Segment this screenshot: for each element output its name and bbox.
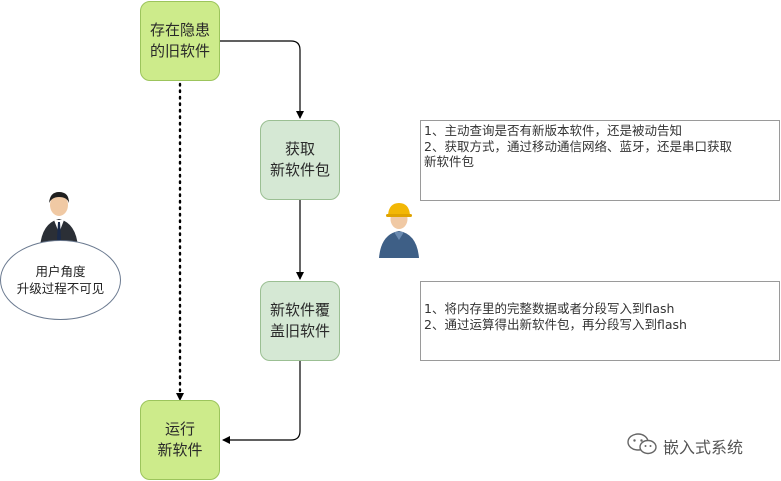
node-get-package-line2: 新软件包: [269, 161, 330, 179]
watermark: 嵌入式系统: [627, 433, 743, 459]
businessman-icon: [36, 189, 82, 247]
arrow-old-to-get: [220, 40, 304, 119]
node-get-package: 获取 新软件包: [260, 120, 340, 200]
node-run-new-line1: 运行: [164, 420, 195, 438]
note-overwrite: 1、将内存里的完整数据或者分段写入到flash 2、通过运算得出新软件包，再分段…: [420, 281, 780, 361]
note-get-package-line1: 1、主动查询是否有新版本软件，还是被动告知: [424, 123, 682, 138]
note-get-package: 1、主动查询是否有新版本软件，还是被动告知 2、获取方式，通过移动通信网络、蓝牙…: [420, 120, 780, 201]
note-get-package-line3: 新软件包: [424, 154, 475, 169]
dotted-arrow-head: [176, 393, 184, 401]
watermark-text: 嵌入式系统: [663, 438, 744, 457]
node-old-software-line2: 的旧软件: [149, 42, 210, 60]
node-old-software: 存在隐患 的旧软件: [140, 1, 220, 81]
note-overwrite-line1: 1、将内存里的完整数据或者分段写入到flash: [424, 301, 675, 316]
node-run-new-line2: 新软件: [157, 441, 203, 459]
engineer-icon: [377, 200, 421, 258]
node-overwrite-line1: 新软件覆: [269, 301, 330, 319]
node-overwrite: 新软件覆 盖旧软件: [260, 281, 340, 361]
note-overwrite-line2: 2、通过运算得出新软件包，再分段写入到flash: [424, 316, 687, 332]
user-view-line2: 升级过程不可见: [16, 281, 105, 296]
user-view-ellipse: 用户角度 升级过程不可见: [0, 240, 121, 320]
wechat-icon: [627, 433, 657, 459]
node-get-package-line1: 获取: [284, 140, 315, 158]
node-overwrite-line2: 盖旧软件: [269, 322, 330, 340]
user-view-line1: 用户角度: [35, 264, 86, 279]
arrow-overwrite-to-run: [222, 361, 301, 444]
node-old-software-line1: 存在隐患: [149, 21, 210, 39]
note-get-package-line2: 2、获取方式，通过移动通信网络、蓝牙，还是串口获取: [424, 138, 732, 154]
node-run-new: 运行 新软件: [140, 400, 220, 480]
